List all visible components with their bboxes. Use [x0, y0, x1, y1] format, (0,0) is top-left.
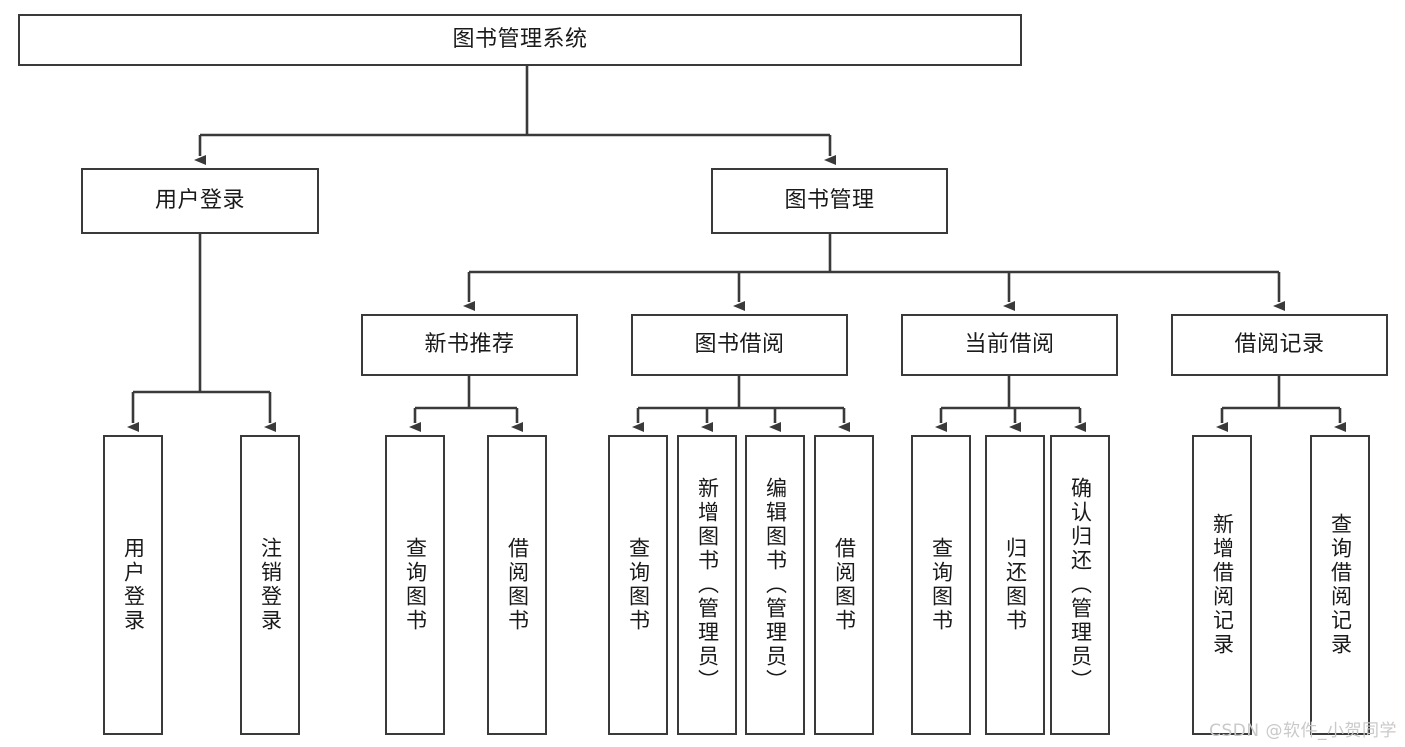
leaf-edit-book-admin-label: 编辑图书（管理员） — [763, 477, 788, 693]
leaf-return-book[interactable]: 归还图书 — [985, 435, 1045, 735]
leaf-query-borrow-record[interactable]: 查询借阅记录 — [1310, 435, 1370, 735]
leaf-borrow-book-new-label: 借阅图书 — [505, 537, 530, 633]
node-user-login[interactable]: 用户登录 — [81, 168, 319, 234]
leaf-query-borrow-record-label: 查询借阅记录 — [1328, 513, 1353, 657]
leaf-query-book-borrow-label: 查询图书 — [626, 537, 651, 633]
node-book-management-label: 图书管理 — [784, 188, 875, 214]
node-borrow-record[interactable]: 借阅记录 — [1171, 314, 1388, 376]
leaf-confirm-return-admin[interactable]: 确认归还（管理员） — [1050, 435, 1110, 735]
node-book-management[interactable]: 图书管理 — [711, 168, 948, 234]
node-root[interactable]: 图书管理系统 — [18, 14, 1022, 66]
leaf-lend-book[interactable]: 借阅图书 — [814, 435, 874, 735]
node-current-borrow-label: 当前借阅 — [964, 332, 1055, 358]
leaf-edit-book-admin[interactable]: 编辑图书（管理员） — [745, 435, 805, 735]
leaf-logout[interactable]: 注销登录 — [240, 435, 300, 735]
leaf-user-login-label: 用户登录 — [121, 537, 146, 633]
leaf-query-book-current[interactable]: 查询图书 — [911, 435, 971, 735]
leaf-borrow-book-new[interactable]: 借阅图书 — [487, 435, 547, 735]
leaf-logout-label: 注销登录 — [258, 537, 283, 633]
leaf-query-book-borrow[interactable]: 查询图书 — [608, 435, 668, 735]
leaf-add-borrow-record-label: 新增借阅记录 — [1210, 513, 1235, 657]
node-user-login-label: 用户登录 — [154, 188, 245, 214]
node-book-borrow-label: 图书借阅 — [694, 332, 785, 358]
node-book-borrow[interactable]: 图书借阅 — [631, 314, 848, 376]
leaf-query-book-current-label: 查询图书 — [929, 537, 954, 633]
node-new-book-recommend-label: 新书推荐 — [424, 332, 515, 358]
node-new-book-recommend[interactable]: 新书推荐 — [361, 314, 578, 376]
leaf-query-book-new-label: 查询图书 — [403, 537, 428, 633]
leaf-add-borrow-record[interactable]: 新增借阅记录 — [1192, 435, 1252, 735]
leaf-confirm-return-admin-label: 确认归还（管理员） — [1068, 477, 1093, 693]
leaf-add-book-admin-label: 新增图书（管理员） — [695, 477, 720, 693]
leaf-add-book-admin[interactable]: 新增图书（管理员） — [677, 435, 737, 735]
leaf-lend-book-label: 借阅图书 — [832, 537, 857, 633]
leaf-return-book-label: 归还图书 — [1003, 537, 1028, 633]
node-current-borrow[interactable]: 当前借阅 — [901, 314, 1118, 376]
node-root-label: 图书管理系统 — [452, 27, 588, 53]
leaf-user-login[interactable]: 用户登录 — [103, 435, 163, 735]
node-borrow-record-label: 借阅记录 — [1234, 332, 1325, 358]
leaf-query-book-new[interactable]: 查询图书 — [385, 435, 445, 735]
